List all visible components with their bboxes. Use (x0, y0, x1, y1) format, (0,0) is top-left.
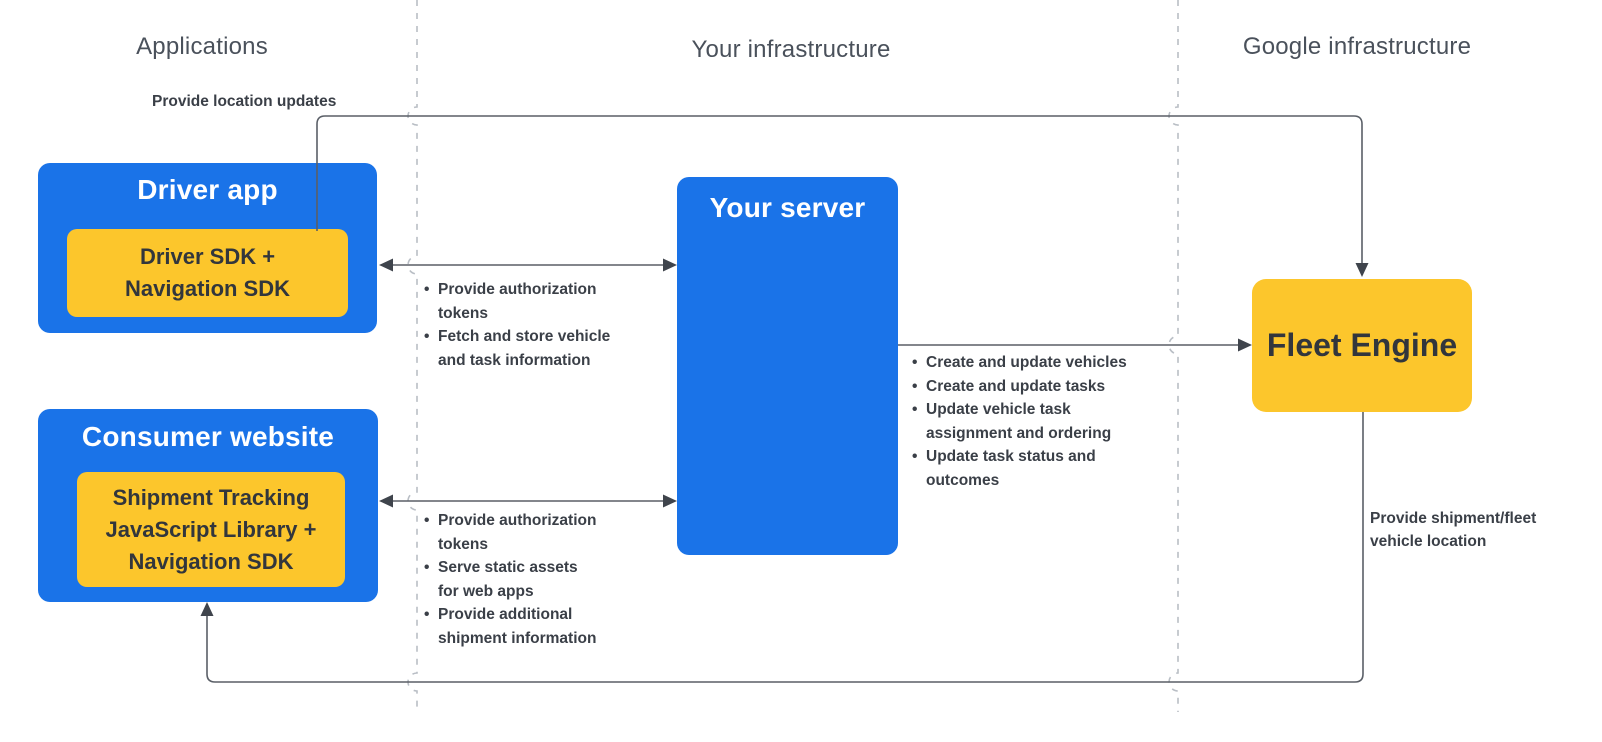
bullet-icon: • (424, 328, 430, 345)
annotation-item: • Fetch and store vehicle and task infor… (424, 325, 610, 372)
column-header-google-infrastructure: Google infrastructure (1242, 33, 1472, 60)
driver-app-title: Driver app (137, 174, 278, 205)
arrowhead-into-consumer-bottom (200, 602, 214, 616)
fleet-engine-node: Fleet Engine (1252, 279, 1472, 412)
annotation-item: • Serve static assets for web apps (424, 556, 596, 603)
arrowhead-into-consumer-sdk (379, 494, 393, 508)
arrowhead-into-fleet-engine-top (1355, 263, 1369, 277)
arrowhead-into-server-left-upper (663, 258, 677, 272)
your-server-title: Your server (709, 192, 866, 223)
bullet-icon: • (912, 377, 918, 395)
driver-server-annotation-list: • Provide authorization tokens • Fetch a… (424, 278, 610, 372)
consumer-website-title: Consumer website (81, 421, 335, 452)
divider-infrastructure-google (1168, 0, 1179, 712)
bullet-icon: • (912, 354, 918, 371)
driver-sdk-node: Driver SDK + Navigation SDK (67, 229, 348, 317)
arrowhead-into-server-left-lower (663, 494, 677, 508)
server-fleet-annotation-list: • Create and update vehicles • Create an… (912, 351, 1127, 492)
annotation-item: • Provide authorization tokens (424, 509, 596, 556)
annotation-item: • Update vehicle task assignment and ord… (912, 398, 1127, 445)
annotation-item: • Provide additional shipment informatio… (424, 603, 596, 650)
annotation-item: • Create and update tasks (912, 375, 1127, 399)
divider-applications-infrastructure (407, 0, 418, 712)
edge-label-provide-shipment-fleet: Provide shipment/fleet vehicle location (1370, 510, 1537, 550)
consumer-server-annotation-list: • Provide authorization tokens • Serve s… (424, 509, 596, 650)
column-header-applications: Applications (136, 33, 268, 60)
bullet-icon: • (424, 559, 430, 576)
annotation-item: • Provide authorization tokens (424, 278, 610, 325)
shipment-tracking-sdk-node: Shipment Tracking JavaScript Library + N… (77, 472, 345, 587)
arrowhead-into-driver-sdk (379, 258, 393, 272)
arrowhead-into-fleet-engine-left (1238, 338, 1252, 352)
column-header-your-infrastructure: Your infrastructure (691, 36, 891, 63)
bullet-icon: • (424, 281, 430, 298)
annotation-item: • Create and update vehicles (912, 351, 1127, 375)
bullet-icon: • (912, 401, 918, 418)
edge-label-provide-location-updates: Provide location updates (152, 93, 337, 110)
annotation-item: • Update task status and outcomes (912, 445, 1127, 492)
bullet-icon: • (424, 512, 430, 529)
your-server-node: Your server (677, 177, 898, 555)
bullet-icon: • (424, 606, 430, 623)
bullet-icon: • (912, 448, 918, 465)
